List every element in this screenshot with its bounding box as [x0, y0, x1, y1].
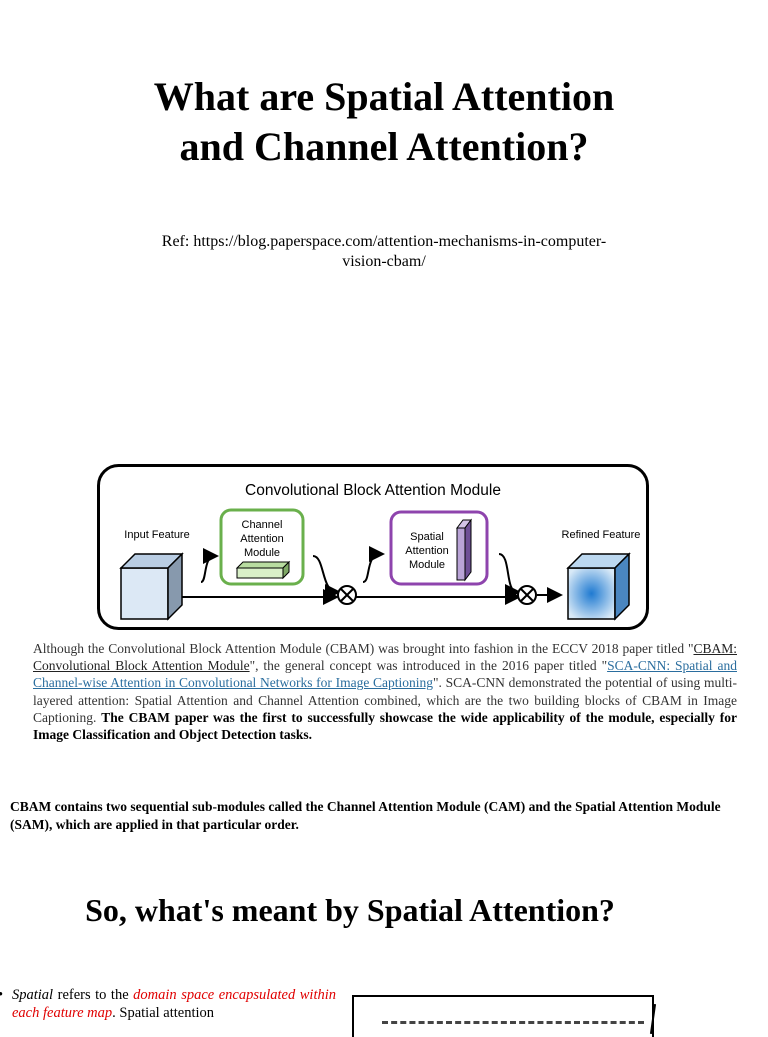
arrow-spatial-to-mult: [498, 553, 521, 600]
ref-line-2: vision-cbam/: [342, 253, 426, 270]
bullet-word-spatial: Spatial: [12, 987, 54, 1003]
reference-link[interactable]: Ref: https://blog.paperspace.com/attenti…: [100, 232, 668, 272]
figure-dashed-line: [382, 1021, 644, 1024]
spatial-label-1: Spatial: [410, 531, 444, 543]
refined-feature-label: Refined Feature: [562, 529, 641, 541]
intro-paragraph: Although the Convolutional Block Attenti…: [33, 640, 737, 743]
multiply-icon-2: [517, 585, 537, 605]
channel-label-1: Channel: [242, 519, 283, 531]
diagram-title: Convolutional Block Attention Module: [245, 482, 501, 499]
cbam-diagram: Convolutional Block Attention Module Inp…: [97, 464, 649, 630]
arrow-to-channel: [200, 548, 219, 583]
spatial-bullet: • Spatial refers to the domain space enc…: [0, 986, 336, 1022]
para-bold-text: The CBAM paper was the first to successf…: [33, 709, 737, 743]
input-feature-label: Input Feature: [124, 529, 189, 541]
para-text-2: ", the general concept was introduced in…: [249, 658, 608, 674]
bullet-text-1: refers to the: [53, 987, 134, 1003]
spatial-label-2: Attention: [405, 545, 448, 557]
bullet-text-2: . Spatial attention: [112, 1005, 215, 1021]
section-heading: So, what's meant by Spatial Attention?: [85, 892, 615, 928]
title-line-2: and Channel Attention?: [179, 124, 589, 169]
channel-attention-bar: [235, 560, 291, 580]
refined-feature-cube: [566, 552, 631, 621]
multiply-icon-1: [337, 585, 357, 605]
title-line-1: What are Spatial Attention: [153, 74, 615, 119]
arrow-to-spatial: [362, 546, 385, 583]
channel-label-3: Module: [244, 547, 280, 559]
para-text-3: ". SCA-CNN demonstrated the potential of…: [33, 675, 737, 725]
para-text-1: Although the Convolutional Block Attenti…: [33, 641, 694, 656]
cbam-paper-link[interactable]: CBAM: Convolutional Block Attention Modu…: [33, 641, 737, 674]
ref-line-1: Ref: https://blog.paperspace.com/attenti…: [161, 233, 607, 250]
spatial-label-3: Module: [409, 559, 445, 571]
bullet-highlight: domain space encapsulated within each fe…: [12, 987, 337, 1021]
channel-label-2: Attention: [240, 533, 283, 545]
sca-cnn-paper-link[interactable]: SCA-CNN: Spatial and Channel-wise Attent…: [33, 658, 737, 691]
spatial-attention-plate: [456, 518, 472, 582]
input-feature-cube: [119, 552, 184, 621]
cbam-summary: CBAM contains two sequential sub-modules…: [10, 799, 721, 832]
bullet-marker: •: [0, 986, 3, 1004]
page-title: What are Spatial Attention and Channel A…: [0, 72, 768, 172]
spatial-figure-frame: [352, 995, 654, 1037]
